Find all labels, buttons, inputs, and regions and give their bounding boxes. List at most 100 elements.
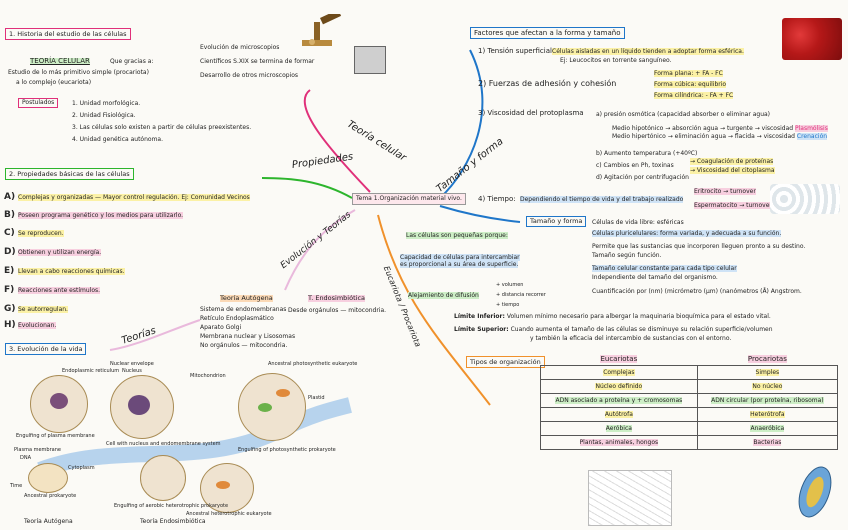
cell-eucariota: Complejas [540,365,698,380]
center-title: Tema 1.Organización material vivo. [352,193,466,205]
section3-title: 3. Evolución de la vida [5,343,87,355]
teoria-line3: a lo complejo (eucariota) [16,79,92,86]
property-letter: C) [4,228,15,238]
section1-title: 1. Historia del estudio de las células [5,28,131,40]
cell-engulfing [140,455,186,501]
t-autogena-item: Retículo Endoplasmático [200,315,274,322]
factor-1-label: 1) Tensión superficial: [478,47,555,55]
caption-endosimbiotica: Teoría Endosimbiótica [140,518,206,525]
pequenas-label: Las células son pequeñas porque: [406,232,508,239]
tipos-title: Tipos de organización [466,356,545,368]
property-text: Evolucionan. [18,322,57,329]
header-procariotas: Procariotas [747,354,787,363]
evolution-diagram: Nuclear envelope Endoplasmic reticulum N… [10,355,357,520]
tamano-title: Tamaño y forma [526,216,587,227]
cell-photosynthetic [238,373,306,441]
diagram-label: Cytoplasm [68,465,95,471]
diagram-label: Ancestral heterotrophic eukaryote [186,511,272,517]
cell-procariota: Simples [696,365,839,380]
cell-nucleus-dark [50,393,68,409]
property-letter: F) [4,285,15,295]
microscope-illustration [300,9,344,48]
flow-band [37,397,352,478]
gracias-item: Desarrollo de otros microscopios [200,72,299,79]
branch-line-tamano [439,49,484,199]
cell-procariota: Bacterias [696,435,839,450]
diagram-label: Nucleus [122,368,142,374]
diagram-label: Mitochondrion [190,373,226,379]
factor-2-label: 2) Fuerzas de adhesión y cohesión [478,79,617,88]
cell-procariota: No núcleo [696,379,839,394]
factor-3-b: b) Aumento temperatura (+40ºC) [596,150,698,157]
factor-3-a: a) presión osmótica (capacidad absorber … [596,111,771,118]
factor-4-text: Dependiendo el tiempo de vida y del trab… [520,196,684,203]
factor-3-a2: Medio hipertónico → eliminación agua → f… [612,133,828,140]
plastid [258,403,272,412]
factor-3-res: → Viscosidad del citoplasma [690,167,775,174]
cell-nucleus-dark [128,395,150,415]
factor-4-b: Espermatocito → turnover [694,202,772,209]
property-letter: H) [4,320,16,330]
cell-eucariota: Plantas, animales, hongos [540,435,698,450]
branch-line-teorias [109,319,201,351]
tamano-line: Células de vida libre: esféricas [592,219,684,226]
t-endo-title: T. Endosimbiótica [308,294,366,302]
branch-line-evolucion [284,209,356,291]
factor-3-res: → Coagulación de proteínas [690,158,774,165]
header-eucariotas: Eucariotas [600,354,638,363]
bacterium-image [786,462,844,522]
diagram-label: Engulfing of aerobic heterotrophic proka… [114,503,229,509]
postulado-item: 2. Unidad Fisiológica. [72,112,136,119]
postulado-item: 3. Las células solo existen a partir de … [72,124,252,131]
tamano-line: Cuantificación por (nm) (micrómetro (µm)… [592,288,802,295]
factor-1-text: Células aisladas en un líquido tienden a… [552,48,744,55]
cell-eucariota: ADN asociado a proteína y + cromosomas [540,393,698,408]
postulado-item: 1. Unidad morfológica. [72,100,141,107]
property-text: Reacciones ante estímulos. [18,287,101,294]
property-letter: E) [4,266,15,276]
property-text: Se reproducen. [18,230,64,237]
t-autogena-item: Sistema de endomembranas [200,306,287,313]
gracias-item: Evolución de microscopios [200,44,280,51]
property-text: Llevan a cabo reacciones químicas. [18,268,125,275]
branch-line-propiedades [261,177,353,199]
cells-sketch [770,184,840,214]
branch-line-euk [377,214,491,406]
property-text: Poseen programa genético y los medios pa… [18,212,184,219]
red-cells-photo [782,18,842,60]
property-letter: B) [4,210,15,220]
cork-cells-illustration [354,46,386,74]
factor-2-item: Forma cilíndrica: - FA + FC [654,92,734,99]
diagram-label: Cell with nucleus and endomembrane syste… [106,441,221,447]
property-letter: G) [4,304,16,314]
branch-line-tamano2 [439,205,521,223]
factor-3-c: c) Cambios en Ph, toxinas [596,162,674,169]
alejamiento-item: + tiempo [496,302,520,308]
tamano-line: Células pluricelulares: forma variada, y… [592,230,782,237]
tamano-line: Independiente del tamaño del organismo. [592,274,718,281]
limite-inferior: Límite Inferior: Volumen mínimo necesari… [454,313,771,320]
t-endo-text: Desde orgánulos — mitocondria. [288,307,387,314]
teoria-line1: Que gracias a: [110,58,154,65]
limite-superior: Límite Superior: Cuando aumenta el tamañ… [454,326,773,333]
postulados-label: Postulados [18,98,59,108]
crenacion-tag: Crenación [796,133,828,140]
metabolic-map-image [588,470,672,526]
cell-eucariota: Autótrofa [540,407,698,422]
teoria-celular-label: TEORÍA CELULAR [30,57,90,65]
property-text: Complejas y organizadas — Mayor control … [18,194,250,201]
property-text: Se autorregulan. [18,306,68,313]
alejamiento-label: Alejamiento de difusión [408,292,479,299]
factor-4-label: 4) Tiempo: [478,195,516,203]
t-autogena-item: Membrana nuclear y Lisosomas [200,333,296,340]
cell-procariota: Anaeróbica [696,421,839,436]
diagram-label: Plastid [308,395,325,401]
factor-2-item: Forma cúbica: equilibrio [654,81,727,88]
cell-eucariota: Aeróbica [540,421,698,436]
